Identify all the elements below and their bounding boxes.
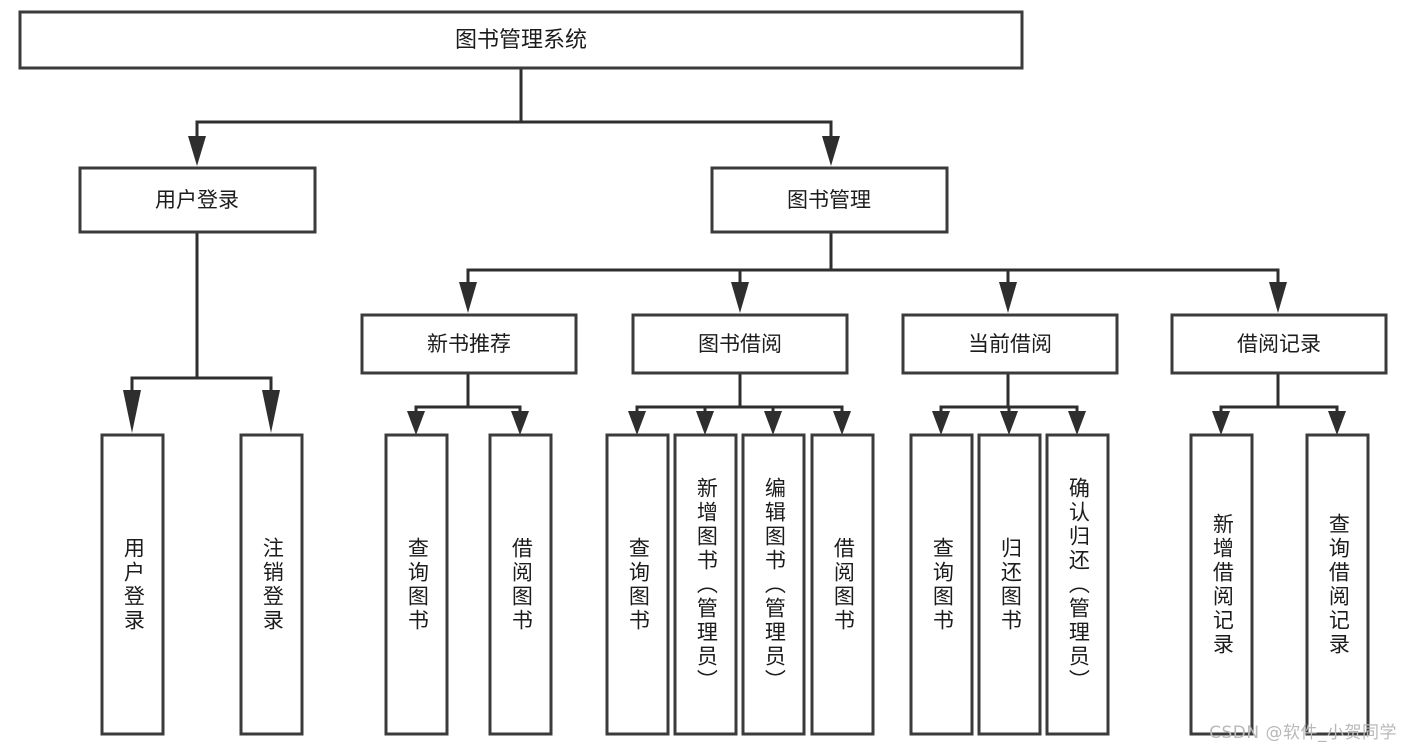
leaf-box-query-book-2[interactable] — [605, 433, 670, 736]
node-current-borrow-label: 当前借阅 — [968, 332, 1052, 356]
node-book-management-box[interactable] — [710, 166, 949, 234]
leaf-box-query-book-3[interactable] — [909, 433, 974, 736]
connector-group-current-borrow — [932, 371, 1086, 435]
leaf-box-return-book[interactable] — [977, 433, 1042, 736]
leaf-box-edit-book[interactable] — [741, 433, 806, 736]
arrow-head-new-book-recommend — [459, 282, 477, 313]
leaf-box-borrow-book-2[interactable] — [810, 433, 875, 736]
node-user-login[interactable]: 用户登录 — [78, 166, 317, 234]
leaf-box-query-borrow-record[interactable] — [1305, 433, 1370, 736]
connector-group-root — [188, 66, 840, 166]
leaf-boxes-user-login — [100, 433, 304, 736]
connector-group-borrow-record — [1212, 371, 1346, 435]
leaf-box-logout-login[interactable] — [239, 433, 304, 736]
node-root-box[interactable] — [18, 10, 1024, 70]
node-current-borrow[interactable]: 当前借阅 — [901, 313, 1119, 375]
leaf-boxes-borrow-record — [1189, 433, 1370, 736]
node-new-book-recommend-label: 新书推荐 — [427, 332, 511, 356]
arrow-head-leaf-confirm-return — [1068, 411, 1086, 435]
arrow-head-leaf-borrow-book-1 — [511, 411, 529, 435]
node-borrow-record-box[interactable] — [1170, 313, 1388, 375]
connector-group-book-borrow — [628, 371, 851, 435]
arrow-head-leaf-edit-book — [764, 411, 782, 435]
arrow-head-book-mgmt — [822, 136, 840, 166]
leaf-box-add-book[interactable] — [673, 433, 738, 736]
arrow-head-leaf-query-book-1 — [407, 411, 425, 435]
node-book-management-label: 图书管理 — [787, 188, 871, 212]
node-user-login-label: 用户登录 — [155, 188, 239, 212]
node-borrow-record-label: 借阅记录 — [1237, 332, 1321, 356]
node-book-borrow-label: 图书借阅 — [698, 332, 782, 356]
node-root-label: 图书管理系统 — [455, 28, 587, 53]
arrow-head-leaf-query-borrow-record — [1328, 411, 1346, 435]
node-book-borrow[interactable]: 图书借阅 — [631, 313, 849, 375]
node-borrow-record[interactable]: 借阅记录 — [1170, 313, 1388, 375]
leaf-box-query-book-1[interactable] — [384, 433, 449, 736]
leaf-boxes-book-borrow — [605, 433, 875, 736]
connector-group-book-mgmt — [459, 230, 1287, 313]
arrow-head-current-borrow — [999, 282, 1017, 313]
leaf-box-borrow-book-1[interactable] — [488, 433, 553, 736]
watermark-text: CSDN @软件_小贺同学 — [1209, 723, 1397, 743]
connector-group-new-book-recommend — [407, 371, 529, 435]
leaf-boxes-new-book-recommend — [384, 433, 553, 736]
node-new-book-recommend[interactable]: 新书推荐 — [360, 313, 578, 375]
node-book-management[interactable]: 图书管理 — [710, 166, 949, 234]
arrow-head-leaf-query-book-2 — [628, 411, 646, 435]
arrow-head-borrow-record — [1269, 282, 1287, 313]
leaf-box-confirm-return[interactable] — [1045, 433, 1110, 736]
node-current-borrow-box[interactable] — [901, 313, 1119, 375]
node-book-borrow-box[interactable] — [631, 313, 849, 375]
connector-group-user-login — [123, 230, 280, 433]
arrow-head-leaf-logout-login — [262, 390, 280, 433]
arrow-head-leaf-add-borrow-record — [1212, 411, 1230, 435]
leaf-box-user-login[interactable] — [100, 433, 165, 736]
arrow-head-book-borrow — [731, 282, 749, 313]
leaf-boxes-current-borrow — [909, 433, 1110, 736]
arrow-head-leaf-return-book — [1000, 411, 1018, 435]
arrow-head-leaf-query-book-3 — [932, 411, 950, 435]
arrow-head-leaf-add-book — [696, 411, 714, 435]
node-user-login-box[interactable] — [78, 166, 317, 234]
arrow-head-leaf-user-login — [123, 390, 141, 433]
leaf-box-add-borrow-record[interactable] — [1189, 433, 1254, 736]
node-root[interactable]: 图书管理系统 — [18, 10, 1024, 70]
arrow-head-leaf-borrow-book-2 — [833, 411, 851, 435]
node-new-book-recommend-box[interactable] — [360, 313, 578, 375]
arrow-head-user-login — [188, 136, 206, 166]
